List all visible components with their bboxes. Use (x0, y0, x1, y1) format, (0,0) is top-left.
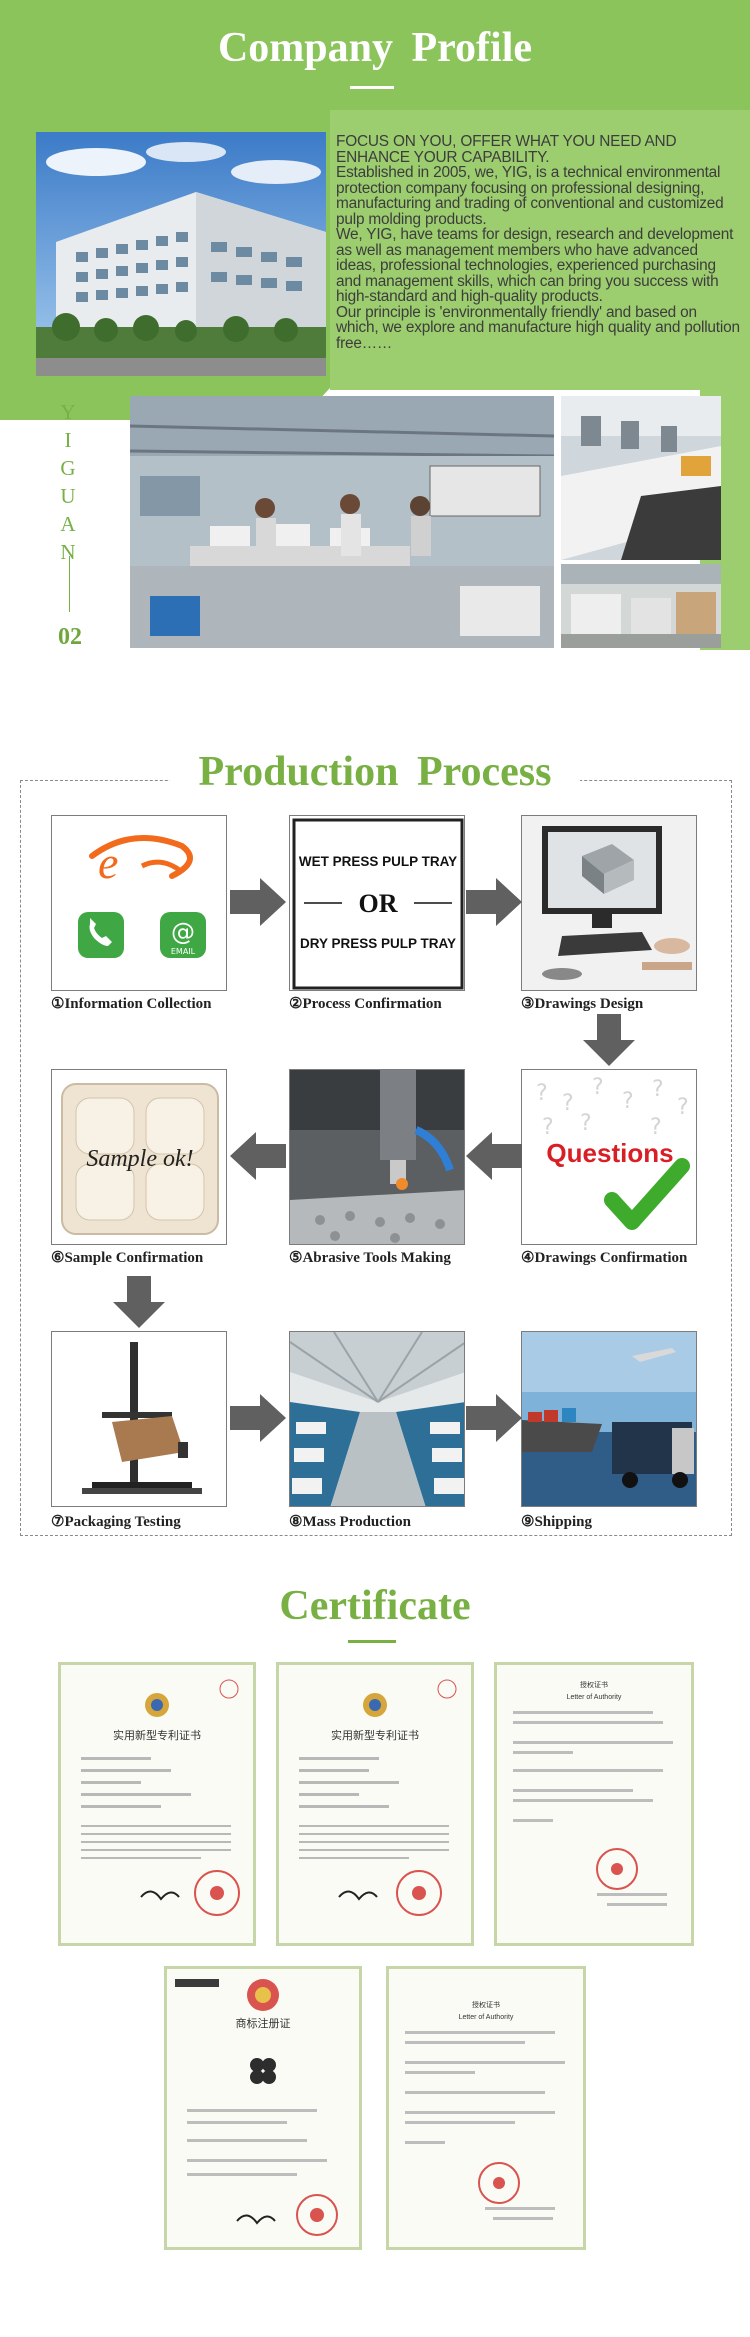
certificate-heading: 实用新型专利证书 (331, 1728, 419, 1742)
title-underline (350, 86, 394, 89)
step-process-confirmation: WET PRESS PULP TRAY OR DRY PRESS PULP TR… (289, 815, 465, 991)
arrow-down-icon (113, 1276, 165, 1328)
certificate-heading: 授权证书 (580, 1680, 608, 1689)
brand-divider-line (69, 556, 70, 612)
patent-certificate: 实用新型专利证书 (276, 1662, 474, 1946)
factory-building-photo (36, 132, 326, 376)
company-profile-title: Company Profile (217, 25, 533, 71)
svg-text:?: ? (580, 1111, 592, 1136)
svg-text:?: ? (622, 1089, 634, 1114)
machine-line-photo (561, 396, 721, 560)
step-drawings-design (521, 815, 697, 991)
certificate-heading: 授权证书 (472, 2000, 500, 2009)
step-label: ③Drawings Design (521, 996, 644, 1012)
intro-paragraph: Our principle is 'environmentally friend… (336, 303, 740, 352)
step-sample-confirmation: Sample ok! (51, 1069, 227, 1245)
wet-press-text: WET PRESS PULP TRAY (299, 854, 457, 869)
brand-letter: G (60, 456, 76, 480)
svg-text:?: ? (562, 1091, 574, 1116)
step-label: ②Process Confirmation (289, 996, 442, 1012)
intro-paragraph: FOCUS ON YOU, OFFER WHAT YOU NEED AND EN… (336, 133, 677, 166)
svg-text:?: ? (542, 1115, 554, 1140)
arrow-left-icon (230, 1132, 286, 1180)
vertical-brand-name: Y I G U A N (56, 398, 80, 566)
sample-ok-text: Sample ok! (86, 1146, 193, 1172)
arrow-right-icon (466, 878, 522, 926)
dry-press-text: DRY PRESS PULP TRAY (300, 936, 456, 951)
step-abrasive-tools (289, 1069, 465, 1245)
email-label: EMAIL (171, 947, 196, 956)
production-process-title: Production Process (198, 749, 552, 795)
page-number: 02 (58, 624, 82, 650)
svg-text:@: @ (171, 918, 195, 946)
or-text: OR (359, 889, 398, 918)
step-label: ⑤Abrasive Tools Making (289, 1250, 451, 1266)
arrow-right-icon (466, 1394, 522, 1442)
intro-paragraph: We, YIG, have teams for design, research… (336, 226, 734, 305)
step-label: ⑧Mass Production (289, 1514, 411, 1530)
step-label: ⑥Sample Confirmation (51, 1250, 204, 1266)
step-shipping (521, 1331, 697, 1507)
process-title-backdrop (170, 770, 580, 790)
questions-text: Questions (546, 1138, 673, 1168)
step-label: ⑨Shipping (521, 1514, 592, 1530)
certificate-heading: 实用新型专利证书 (113, 1728, 201, 1742)
svg-text:?: ? (652, 1077, 664, 1102)
arrow-left-icon (466, 1132, 522, 1180)
company-introduction: FOCUS ON YOU, OFFER WHAT YOU NEED AND EN… (336, 134, 740, 351)
brand-letter: A (60, 512, 76, 536)
step-label: ①Information Collection (51, 996, 212, 1012)
svg-text:?: ? (592, 1075, 604, 1100)
arrow-right-icon (230, 1394, 286, 1442)
trademark-certificate: 商标注册证 (164, 1966, 362, 2250)
arrow-right-icon (230, 878, 286, 926)
intro-paragraph: Established in 2005, we, YIG, is a techn… (336, 164, 724, 228)
svg-text:?: ? (536, 1081, 548, 1106)
brand-letter: Y (60, 400, 76, 424)
certificate-heading: 商标注册证 (236, 2016, 291, 2030)
svg-text:?: ? (650, 1115, 662, 1140)
step-packaging-testing (51, 1331, 227, 1507)
step-drawings-confirmation: ?????? ??? Questions (521, 1069, 697, 1245)
workshop-photo (130, 396, 554, 648)
step-information-collection: e @ EMAIL (51, 815, 227, 991)
brand-letter: I (64, 428, 72, 452)
step-mass-production (289, 1331, 465, 1507)
step-label: ④Drawings Confirmation (521, 1250, 688, 1266)
brand-letter: U (60, 484, 76, 508)
authority-letter: 授权证书 Letter of Authority (386, 1966, 586, 2250)
storage-area-photo (561, 564, 721, 648)
svg-text:?: ? (677, 1095, 689, 1120)
certificate-subheading: Letter of Authority (459, 2014, 514, 2021)
patent-certificate: 实用新型专利证书 (58, 1662, 256, 1946)
certificate-title: Certificate (279, 1583, 471, 1629)
arrow-down-icon (583, 1014, 635, 1066)
authority-letter: 授权证书 Letter of Authority (494, 1662, 694, 1946)
title-underline (348, 1640, 396, 1643)
certificate-subheading: Letter of Authority (567, 1694, 622, 1701)
step-label: ⑦Packaging Testing (51, 1514, 181, 1530)
brand-letter: N (60, 540, 76, 564)
